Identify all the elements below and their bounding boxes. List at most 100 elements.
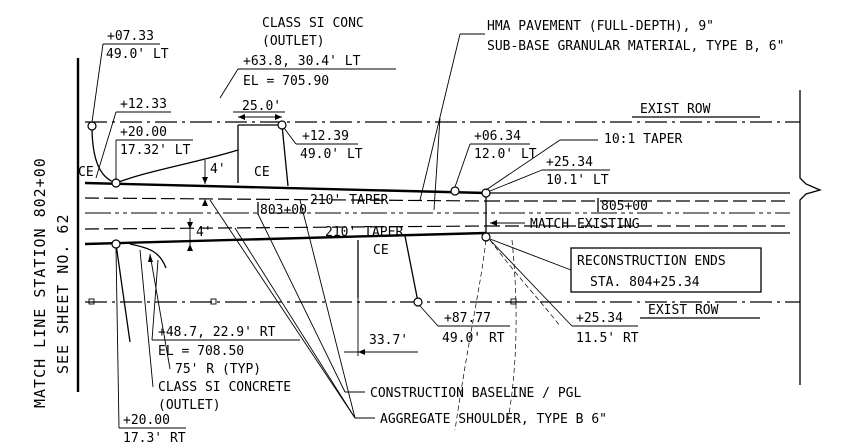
- leader: [257, 213, 346, 393]
- row-marker: [88, 298, 95, 305]
- see-sheet-label: SEE SHEET NO. 62: [54, 214, 72, 375]
- off-173rt-label: 17.3' RT: [123, 431, 186, 445]
- leader: [283, 127, 297, 145]
- point-marker: [481, 188, 491, 198]
- off-490rt-label: 49.0' RT: [442, 331, 505, 346]
- ce-bottom-label: CE: [373, 243, 389, 258]
- sta-2534-label: +25.34: [546, 155, 593, 170]
- outlet-b-label: (OUTLET): [158, 398, 221, 413]
- break-line: [799, 90, 822, 385]
- right-curve-a: [115, 243, 131, 343]
- arrow-head: [202, 199, 208, 206]
- right-flare: [129, 243, 167, 269]
- station-805-label: 805+00: [601, 199, 648, 214]
- point-marker: [481, 232, 491, 242]
- match-existing-label: MATCH EXISTING: [530, 217, 640, 232]
- station-803-label: 803+00: [260, 203, 307, 218]
- construction-baseline-label: CONSTRUCTION BASELINE / PGL: [370, 386, 581, 401]
- left-flare: [115, 149, 239, 184]
- class-si-conc-label: CLASS SI CONC: [262, 16, 364, 31]
- leader: [149, 253, 171, 370]
- arrow-head: [187, 222, 193, 229]
- sta-1239-label: +12.39: [302, 129, 349, 144]
- outlet-wall-right: [281, 124, 289, 187]
- leader: [115, 247, 120, 429]
- sta-2000-label: +20.00: [120, 125, 167, 140]
- sta-0733-label: +07.33: [107, 29, 154, 44]
- leader: [139, 249, 154, 388]
- off-101lt-label: 10.1' LT: [546, 173, 609, 188]
- taper-top-label: 210' TAPER: [310, 193, 388, 208]
- exist-row-bottom-label: EXIST ROW: [648, 303, 719, 318]
- pavement-edge-right: [84, 231, 487, 246]
- sta-487-label: +48.7, 22.9' RT: [158, 325, 276, 340]
- sta-1233-label: +12.33: [120, 97, 167, 112]
- leader: [209, 199, 356, 419]
- point-marker: [413, 297, 423, 307]
- bottom-outlet-wall-right: [404, 235, 419, 303]
- point-marker: [111, 178, 121, 188]
- aggregate-shoulder-label: AGGREGATE SHOULDER, TYPE B 6": [380, 412, 607, 427]
- class-si-concrete-label: CLASS SI CONCRETE: [158, 380, 291, 395]
- dim-337-label: 33.7': [369, 333, 408, 348]
- taper-10-1-label: 10:1 TAPER: [604, 132, 682, 147]
- arrow-head: [490, 220, 497, 226]
- sta-0634-label: +06.34: [474, 129, 521, 144]
- leader: [454, 143, 471, 188]
- off-490lt-b-label: 49.0' LT: [300, 147, 363, 162]
- sub-base-leader: [433, 117, 441, 211]
- off-1732lt-label: 17.32' LT: [120, 143, 191, 158]
- leader: [489, 169, 543, 192]
- el-70850-label: EL = 708.50: [158, 344, 244, 359]
- arrow-head: [275, 114, 282, 120]
- sta-2000-b-label: +20.00: [123, 413, 170, 428]
- off-490lt-label: 49.0' LT: [106, 47, 169, 62]
- arrow-head: [187, 244, 193, 251]
- taper-bottom-label: 210' TAPER: [325, 225, 403, 240]
- row-marker: [510, 298, 517, 305]
- hma-pavement-label: HMA PAVEMENT (FULL-DEPTH), 9": [487, 19, 714, 34]
- leader: [95, 111, 117, 179]
- shoulder-line-left: [84, 197, 487, 202]
- hma-leader: [419, 33, 461, 201]
- radius-label: 75' R (TYP): [175, 362, 261, 377]
- point-marker: [111, 239, 121, 249]
- recon-dash-3: [507, 239, 517, 421]
- row-marker: [210, 298, 217, 305]
- arrow-head: [148, 254, 153, 262]
- leader: [489, 239, 573, 327]
- leader: [219, 68, 239, 99]
- outlet-el-label: EL = 705.90: [243, 74, 329, 89]
- sub-base-label: SUB-BASE GRANULAR MATERIAL, TYPE B, 6": [487, 39, 784, 54]
- outlet-offset-label: +63.8, 30.4' LT: [243, 54, 361, 69]
- leader: [91, 43, 104, 123]
- dim-4-top-label: 4': [210, 162, 226, 177]
- match-line-label: MATCH LINE STATION 802+00: [31, 157, 49, 408]
- leader: [151, 259, 159, 341]
- outlet-label: (OUTLET): [262, 34, 325, 49]
- leader: [299, 199, 356, 419]
- leader: [419, 305, 439, 327]
- ce-left-label: CE: [78, 165, 94, 180]
- sta-8777-label: +87.77: [444, 311, 491, 326]
- taper-leader: [485, 139, 561, 191]
- off-115rt-label: 11.5' RT: [576, 331, 639, 346]
- leader: [234, 227, 356, 419]
- recon-dash-2: [454, 239, 487, 431]
- recon-line1: RECONSTRUCTION ENDS: [577, 254, 726, 269]
- sta-2534-b-label: +25.34: [576, 311, 623, 326]
- exist-row-top-label: EXIST ROW: [640, 102, 711, 117]
- recon-leader: [489, 238, 572, 271]
- ce-mid-label: CE: [254, 165, 270, 180]
- arrow-head: [202, 177, 208, 184]
- shoulder-line-right: [84, 225, 487, 230]
- point-marker: [87, 121, 97, 131]
- arrow-head: [238, 114, 245, 120]
- point-marker: [277, 120, 287, 130]
- dim-4-bottom-label: 4': [196, 225, 212, 240]
- pavement-edge-left: [84, 181, 487, 195]
- arrow-head: [358, 349, 365, 355]
- off-120lt-label: 12.0' LT: [474, 147, 537, 162]
